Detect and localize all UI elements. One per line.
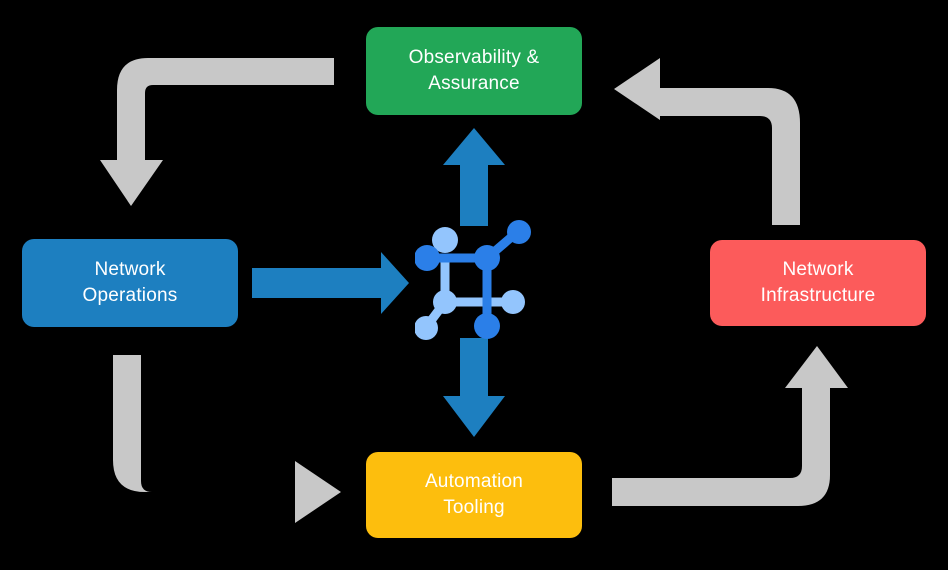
gray-arrow-operations-to-automation (113, 355, 341, 523)
node-observability-assurance[interactable]: Observability & Assurance (366, 27, 582, 115)
gray-arrow-automation-to-infrastructure (612, 346, 848, 506)
network-topology-icon (415, 220, 531, 340)
blue-arrow-center-to-automation (443, 338, 505, 437)
node-network-infrastructure[interactable]: Network Infrastructure (710, 240, 926, 326)
blue-arrow-operations-to-center (252, 252, 409, 314)
node-network-operations[interactable]: Network Operations (22, 239, 238, 327)
gray-arrow-infrastructure-to-observability (614, 58, 800, 225)
blue-arrow-center-to-observability (443, 128, 505, 226)
gray-arrow-observability-to-operations (100, 58, 334, 206)
node-automation-tooling[interactable]: Automation Tooling (366, 452, 582, 538)
